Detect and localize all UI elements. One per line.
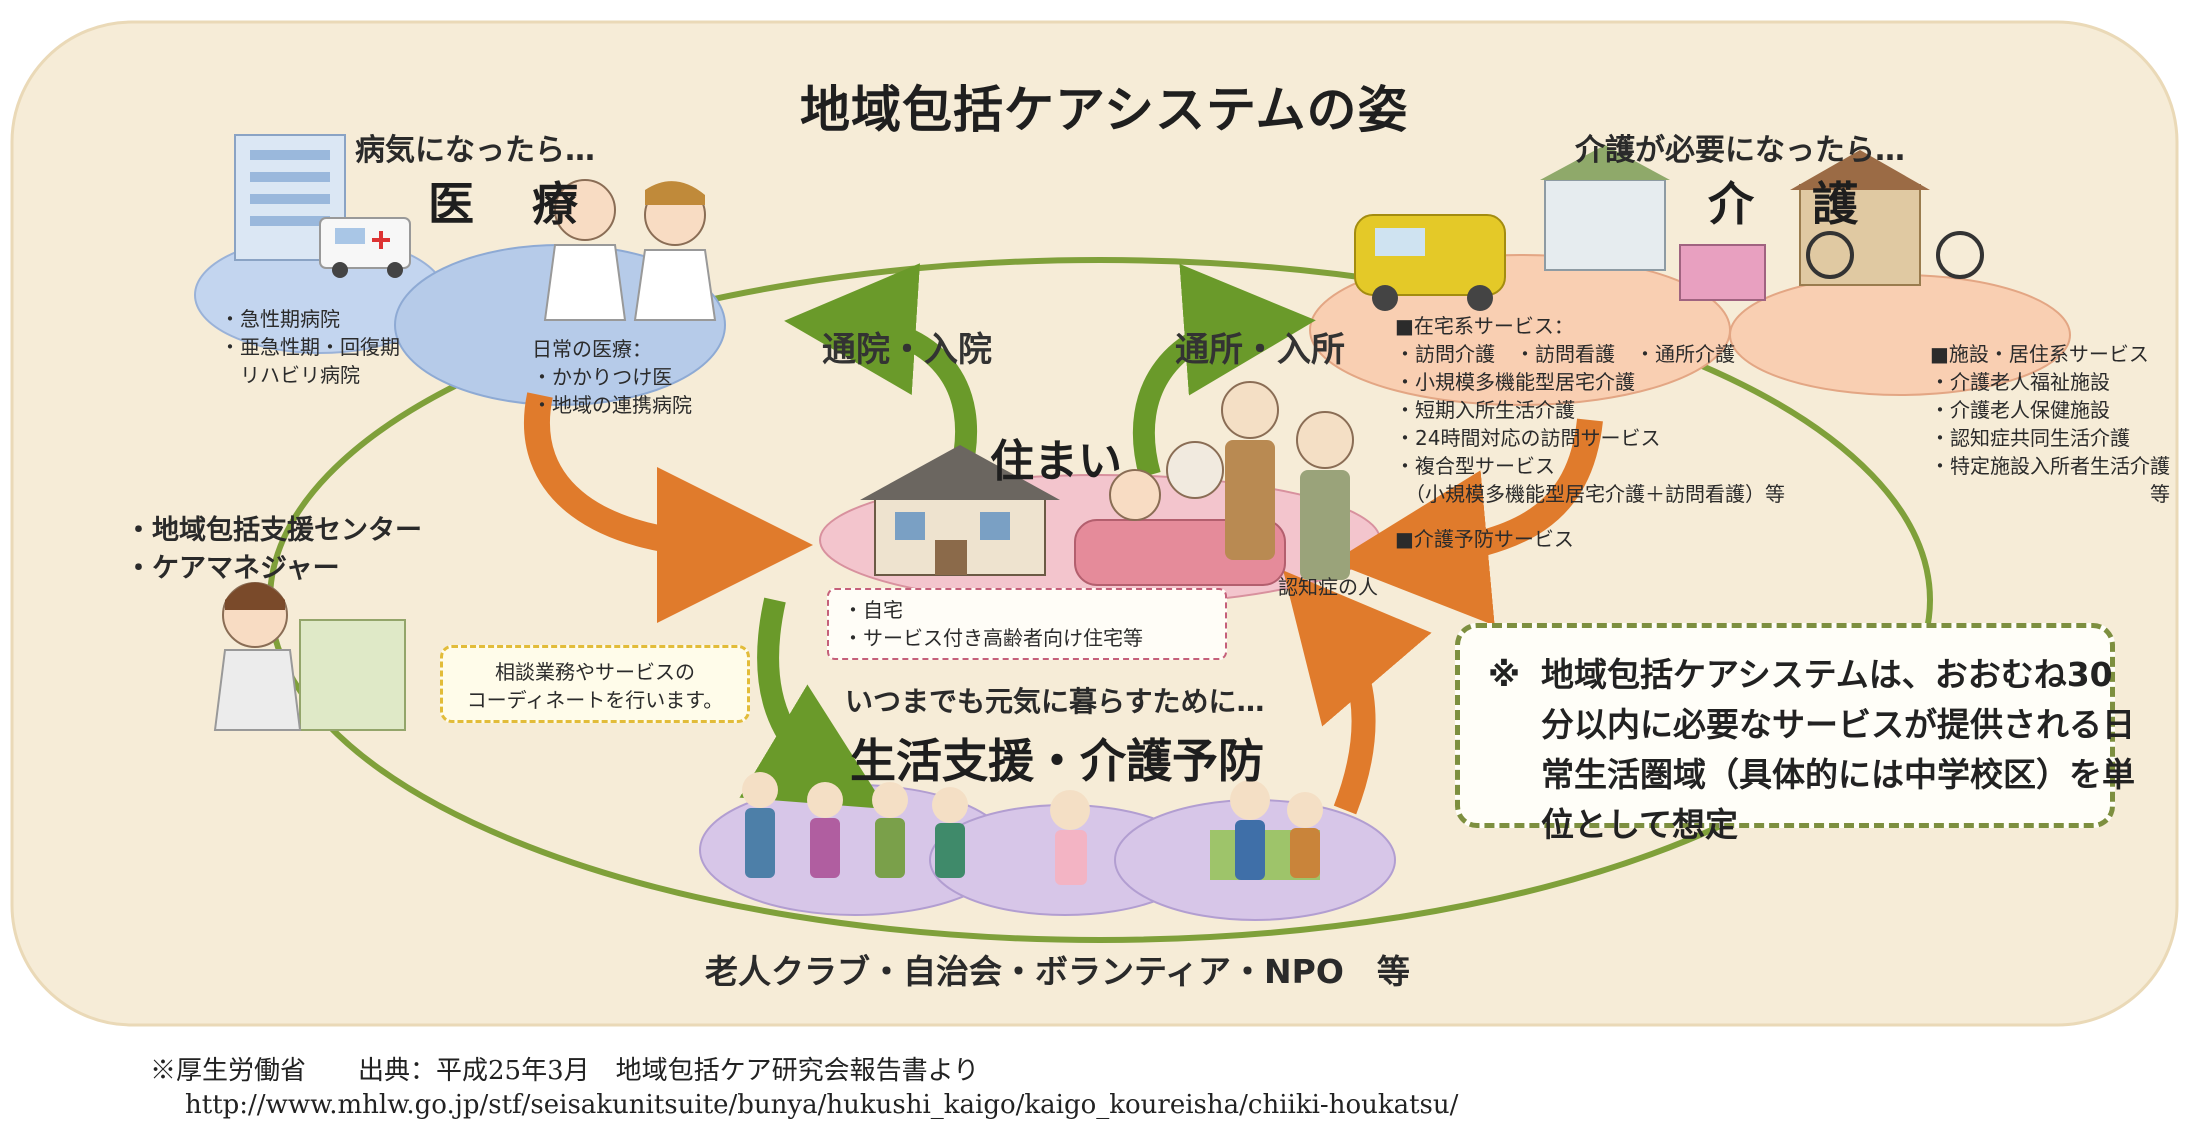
home-service-item: ・短期入所生活介護	[1395, 398, 1575, 422]
family-illustration	[1074, 381, 1354, 586]
note-line: 位として想定	[1541, 805, 1739, 844]
consultation-line: 相談業務やサービスの	[495, 660, 695, 684]
facility-suffix: 等	[2150, 482, 2170, 506]
note-text: 地域包括ケアシステムは、おおむね30 分以内に必要なサービスが提供される日 常生…	[1541, 650, 2135, 850]
hospital-item: ・亜急性期・回復期	[220, 335, 400, 359]
prevention-service: ■介護予防サービス	[1395, 527, 1574, 551]
daily-medical-title: 日常の医療：	[532, 337, 652, 361]
source-url: http://www.mhlw.go.jp/stf/seisakunitsuit…	[185, 1090, 1459, 1120]
hospital-item: リハビリ病院	[220, 363, 360, 387]
home-to-care-arrow	[1132, 263, 1316, 478]
home-type-list: ・自宅 ・サービス付き高齢者向け住宅等	[827, 588, 1227, 660]
care-heading: 介 護	[1708, 177, 1864, 231]
home-service-item: ・複合型サービス	[1395, 454, 1555, 478]
support-center-item: ・ケアマネジャー	[125, 553, 340, 584]
community-groups: 老人クラブ・自治会・ボランティア・NPO 等	[705, 952, 1410, 991]
care-manager-illustration	[213, 582, 406, 731]
consultation-bubble: 相談業務やサービスの コーディネートを行います。	[440, 645, 750, 723]
facility-item: ・介護老人福祉施設	[1930, 370, 2110, 394]
note-line: 地域包括ケアシステムは、おおむね30	[1541, 655, 2113, 694]
seniors-illustration	[742, 772, 1323, 885]
facility-title: ■施設・居住系サービス	[1930, 342, 2149, 366]
home-service-item: （小規模多機能型居宅介護＋訪問看護）等	[1395, 482, 1785, 506]
facility-item: ・特定施設入所者生活介護	[1930, 454, 2170, 478]
daily-medical-list: 日常の医療： ・かかりつけ医 ・地域の連携病院	[532, 335, 692, 419]
note-line: 分以内に必要なサービスが提供される日	[1541, 705, 2135, 744]
daily-medical-item: ・地域の連携病院	[532, 393, 692, 417]
note-mark: ※	[1488, 655, 1521, 694]
note-line: 常生活圏域（具体的には中学校区）を単	[1541, 755, 2135, 794]
facility-services-list: ■施設・居住系サービス ・介護老人福祉施設 ・介護老人保健施設 ・認知症共同生活…	[1930, 340, 2170, 508]
living-support-heading: 生活支援・介護予防	[850, 734, 1264, 788]
care-visit-label: 通所・入所	[1175, 330, 1345, 370]
home-to-living-arrow	[739, 597, 887, 809]
support-center-list: ・地域包括支援センター ・ケアマネジャー	[125, 512, 422, 588]
diagram-title: 地域包括ケアシステムの姿	[800, 81, 1409, 139]
source-credit: ※厚生労働省 出典：平成25年3月 地域包括ケア研究会報告書より	[150, 1056, 980, 1086]
care-to-home-arrow	[1332, 418, 1603, 626]
house-illustration	[860, 445, 1060, 576]
home-service-item: ・訪問介護 ・訪問看護 ・通所介護	[1395, 342, 1735, 366]
home-services-list: ■在宅系サービス： ・訪問介護 ・訪問看護 ・通所介護 ・小規模多機能型居宅介護…	[1395, 312, 1785, 508]
home-service-item: ・24時間対応の訪問サービス	[1395, 426, 1661, 450]
hospital-list: ・急性期病院 ・亜急性期・回復期 リハビリ病院	[220, 305, 400, 389]
care-illustration	[1354, 145, 1984, 311]
living-to-home-arrow	[1283, 570, 1432, 815]
support-center-item: ・地域包括支援センター	[125, 515, 422, 546]
doctors-illustration	[543, 179, 717, 321]
note-box: ※ 地域包括ケアシステムは、おおむね30 分以内に必要なサービスが提供される日 …	[1455, 623, 2135, 844]
hospital-item: ・急性期病院	[220, 307, 340, 331]
daily-medical-item: ・かかりつけ医	[532, 365, 673, 389]
medical-trigger: 病気になったら…	[355, 133, 595, 168]
home-service-item: ・小規模多機能型居宅介護	[1395, 370, 1635, 394]
home-type-item: ・自宅	[843, 598, 903, 622]
consultation-line: コーディネートを行います。	[466, 688, 724, 712]
facility-item: ・介護老人保健施設	[1930, 398, 2110, 422]
facility-item: ・認知症共同生活介護	[1930, 426, 2130, 450]
hospital-illustration	[234, 134, 411, 278]
home-heading: 住まい	[990, 436, 1122, 487]
home-to-medical-arrow	[784, 263, 977, 478]
home-services-title: ■在宅系サービス：	[1395, 314, 1574, 338]
medical-heading: 医 療	[428, 177, 584, 231]
dementia-label: 認知症の人	[1278, 575, 1378, 599]
hospital-visit-label: 通院・入院	[822, 330, 992, 370]
home-type-item: ・サービス付き高齢者向け住宅等	[843, 626, 1143, 650]
living-support-trigger: いつまでも元気に暮らすために…	[845, 685, 1265, 718]
medical-to-home-arrow	[523, 392, 813, 623]
care-trigger: 介護が必要になったら…	[1575, 133, 1905, 168]
